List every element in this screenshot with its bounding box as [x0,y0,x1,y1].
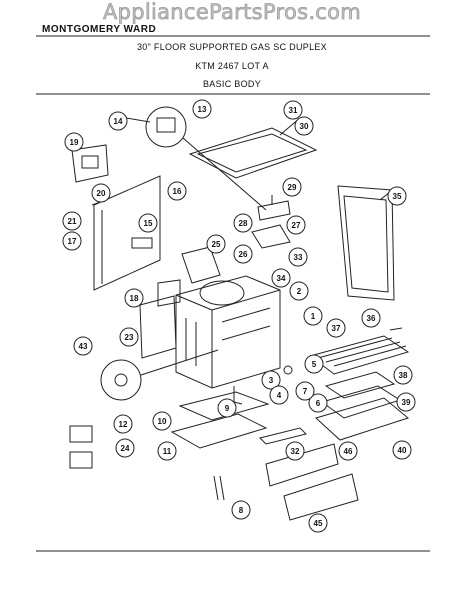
callout-part-43: 43 [73,336,93,356]
callout-number: 27 [292,221,301,230]
callout-part-39: 39 [396,392,416,412]
callout-number: 16 [173,187,182,196]
callout-part-34: 34 [271,268,291,288]
callout-number: 33 [294,253,303,262]
callout-number: 35 [393,192,402,201]
callout-number: 25 [212,240,221,249]
callout-number: 45 [314,519,323,528]
callout-part-26: 26 [233,244,253,264]
callout-part-7: 7 [295,381,315,401]
callout-part-40: 40 [392,440,412,460]
callout-number: 29 [288,183,297,192]
callout-number: 37 [332,324,341,333]
callout-number: 4 [277,391,282,400]
callout-number: 1 [311,312,316,321]
callout-part-28: 28 [233,213,253,233]
callout-part-36: 36 [361,308,381,328]
callout-part-29: 29 [282,177,302,197]
callout-part-6: 6 [308,393,328,413]
callout-part-38: 38 [393,365,413,385]
model-number: KTM 2467 LOT A [195,61,269,71]
callout-number: 28 [239,219,248,228]
callout-number: 5 [312,360,317,369]
callout-number: 9 [225,404,230,413]
callout-part-11: 11 [157,441,177,461]
callout-part-2: 2 [289,281,309,301]
callout-part-9: 9 [217,398,237,418]
callout-part-46: 46 [338,441,358,461]
callout-part-1: 1 [303,306,323,326]
callout-part-24: 24 [115,438,135,458]
callout-number: 21 [68,217,77,226]
callout-part-5: 5 [304,354,324,374]
callout-part-25: 25 [206,234,226,254]
watermark: AppliancePartsPros.com [102,0,362,24]
callout-part-3: 3 [261,370,281,390]
callout-part-20: 20 [91,183,111,203]
callout-part-21: 21 [62,211,82,231]
section-title: BASIC BODY [202,79,261,89]
callout-number: 2 [297,287,302,296]
brand-label: MONTGOMERY WARD [42,24,157,35]
callout-part-37: 37 [326,318,346,338]
callout-number: 8 [239,506,244,515]
callout-number: 30 [300,122,309,131]
callout-number: 24 [121,444,130,453]
callout-part-18: 18 [124,288,144,308]
callout-part-35: 35 [387,186,407,206]
callout-part-4: 4 [269,385,289,405]
callout-number: 3 [269,376,274,385]
callout-number: 40 [398,446,407,455]
callout-number: 46 [344,447,353,456]
callout-part-45: 45 [308,513,328,533]
callout-part-13: 13 [192,99,212,119]
callout-number: 7 [303,387,308,396]
callout-number: 6 [316,399,321,408]
callout-number: 31 [289,106,298,115]
callout-number: 15 [144,219,153,228]
callout-part-31: 31 [283,100,303,120]
callout-part-27: 27 [286,215,306,235]
callout-part-23: 23 [119,327,139,347]
callout-number: 39 [402,398,411,407]
callout-number: 17 [68,237,77,246]
callout-number: 43 [79,342,88,351]
callout-number: 34 [277,274,286,283]
callout-number: 11 [163,447,172,456]
callout-part-15: 15 [138,213,158,233]
model-description: 30" FLOOR SUPPORTED GAS SC DUPLEX [137,42,327,52]
callout-number: 14 [114,117,123,126]
callout-part-14: 14 [108,111,128,131]
callout-part-8: 8 [231,500,251,520]
callout-part-16: 16 [167,181,187,201]
callout-number: 36 [367,314,376,323]
callout-number: 10 [158,417,167,426]
callout-part-19: 19 [64,132,84,152]
callout-part-10: 10 [152,411,172,431]
callout-number: 26 [239,250,248,259]
callout-part-33: 33 [288,247,308,267]
callout-part-32: 32 [285,441,305,461]
callout-number: 18 [130,294,139,303]
callout-number: 32 [291,447,300,456]
callout-number: 12 [119,420,128,429]
callout-number: 19 [70,138,79,147]
callout-part-17: 17 [62,231,82,251]
callout-number: 13 [198,105,207,114]
callout-number: 23 [125,333,134,342]
callout-number: 20 [97,189,106,198]
callout-part-30: 30 [294,116,314,136]
callout-part-12: 12 [113,414,133,434]
callout-number: 38 [399,371,408,380]
